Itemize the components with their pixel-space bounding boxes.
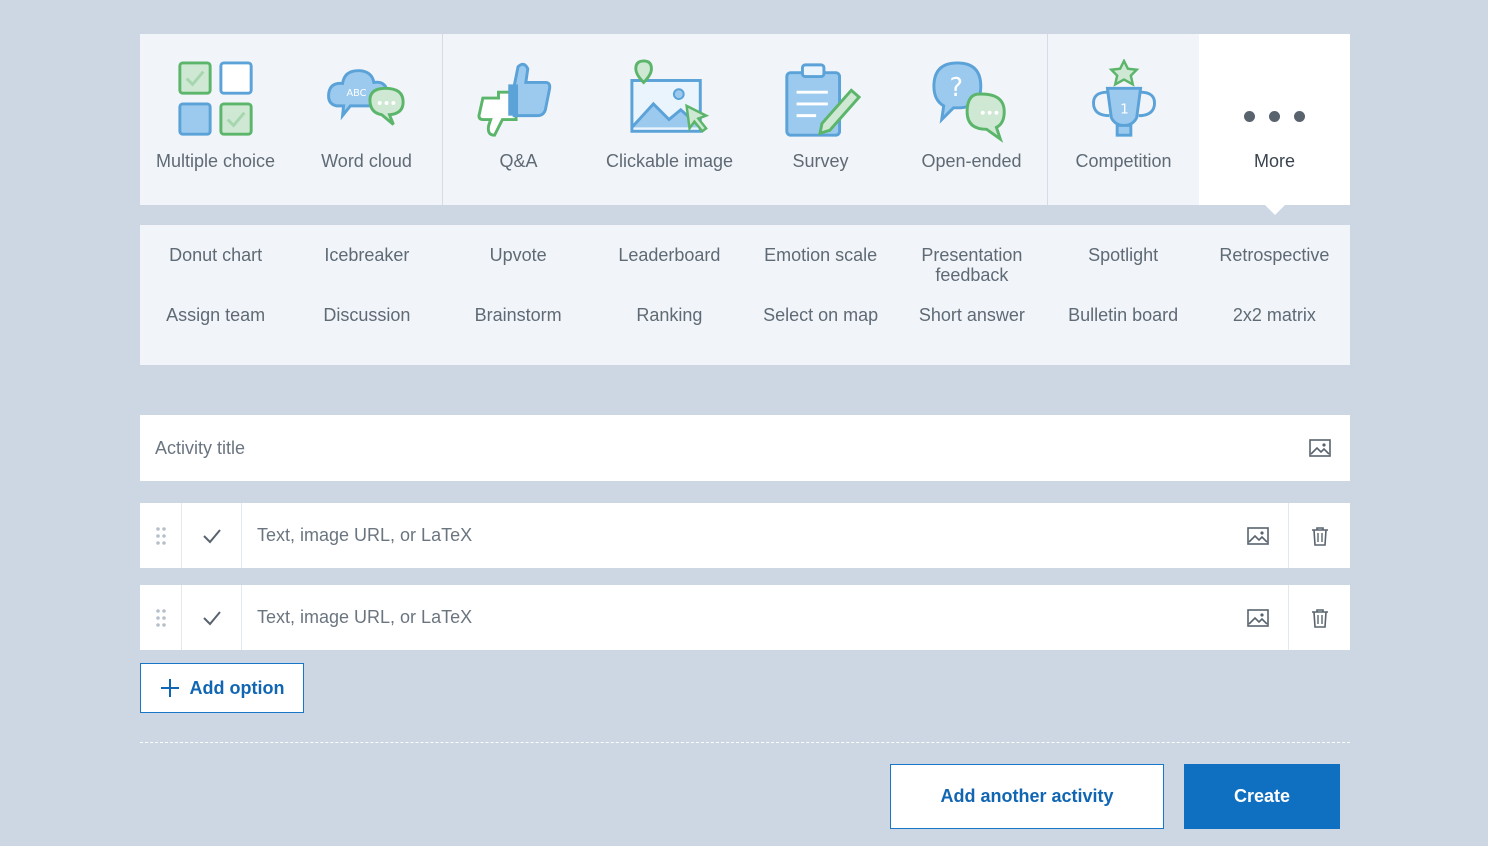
add-option-button[interactable]: Add option [140, 663, 304, 713]
option-add-image-button[interactable] [1228, 585, 1288, 650]
open-ended-chat-icon: ? [927, 58, 1017, 144]
type-clickable-image[interactable]: Clickable image [594, 34, 745, 205]
type-label: Word cloud [321, 151, 412, 171]
svg-text:?: ? [949, 72, 962, 102]
trash-icon [1311, 608, 1328, 628]
option-input[interactable] [257, 525, 1228, 546]
qa-thumbs-icon [474, 58, 564, 144]
more-item-icebreaker[interactable]: Icebreaker [324, 245, 410, 265]
more-item-retrospective[interactable]: Retrospective [1219, 245, 1330, 265]
type-competition[interactable]: 1 Competition [1048, 34, 1199, 205]
type-more[interactable]: More [1199, 34, 1350, 215]
type-label: Q&A [499, 151, 538, 171]
checkmark-icon [202, 528, 221, 543]
image-icon [1309, 439, 1331, 457]
more-item-presentation-feedback[interactable]: Presentation feedback [921, 245, 1023, 285]
type-group-3: 1 Competition More [1048, 34, 1350, 215]
multiple-choice-icon [171, 58, 261, 144]
drag-handle-icon [155, 526, 166, 545]
clickable-image-icon [625, 58, 715, 144]
type-label: More [1253, 151, 1295, 171]
activity-title-field [140, 415, 1350, 481]
correct-answer-toggle[interactable] [182, 585, 242, 650]
option-row [140, 585, 1350, 650]
more-activities-panel: Donut chart Icebreaker Upvote Leaderboar… [140, 225, 1350, 365]
more-item-select-on-map[interactable]: Select on map [763, 305, 879, 325]
type-group-2: Q&A Clickable image [443, 34, 1048, 205]
option-input-wrap [242, 503, 1228, 568]
more-item-upvote[interactable]: Upvote [489, 245, 547, 265]
type-multiple-choice[interactable]: Multiple choice [140, 34, 291, 205]
correct-answer-toggle[interactable] [182, 503, 242, 568]
type-label: Survey [792, 151, 849, 171]
image-icon [1247, 526, 1269, 545]
type-group-1: Multiple choice ABC Word cloud [140, 34, 443, 205]
option-input-wrap [242, 585, 1228, 650]
trophy-icon: 1 [1079, 58, 1169, 144]
drag-handle[interactable] [140, 503, 182, 568]
type-label: Multiple choice [155, 151, 276, 171]
more-item-discussion[interactable]: Discussion [323, 305, 411, 325]
type-word-cloud[interactable]: ABC Word cloud [291, 34, 442, 205]
option-input[interactable] [257, 607, 1228, 628]
option-delete-button[interactable] [1288, 503, 1350, 568]
activity-title-input[interactable] [155, 437, 1290, 459]
type-label: Competition [1075, 151, 1172, 171]
type-label: Open-ended [921, 151, 1022, 171]
type-open-ended[interactable]: ? Open-ended [896, 34, 1047, 205]
more-item-donut-chart[interactable]: Donut chart [169, 245, 263, 265]
more-item-emotion-scale[interactable]: Emotion scale [764, 245, 878, 265]
type-survey[interactable]: Survey [745, 34, 896, 205]
drag-handle[interactable] [140, 585, 182, 650]
survey-clipboard-icon [776, 58, 866, 144]
activity-type-bar: Multiple choice ABC Word cloud [140, 34, 1350, 215]
title-add-image-button[interactable] [1290, 415, 1350, 481]
trash-icon [1311, 526, 1328, 546]
word-cloud-icon: ABC [322, 58, 412, 144]
svg-text:ABC: ABC [346, 88, 366, 99]
drag-handle-icon [155, 608, 166, 627]
more-item-ranking[interactable]: Ranking [636, 305, 703, 325]
more-item-spotlight[interactable]: Spotlight [1088, 245, 1159, 265]
image-icon [1247, 608, 1269, 627]
more-item-leaderboard[interactable]: Leaderboard [618, 245, 721, 265]
more-dots-icon [1230, 58, 1320, 144]
option-add-image-button[interactable] [1228, 503, 1288, 568]
option-row [140, 503, 1350, 568]
add-another-activity-button[interactable]: Add another activity [890, 764, 1164, 829]
checkmark-icon [202, 610, 221, 625]
more-item-assign-team[interactable]: Assign team [166, 305, 266, 325]
option-delete-button[interactable] [1288, 585, 1350, 650]
type-label: Clickable image [605, 151, 734, 171]
more-item-brainstorm[interactable]: Brainstorm [474, 305, 562, 325]
plus-icon [160, 679, 179, 697]
svg-text:1: 1 [1120, 102, 1129, 118]
more-item-2x2-matrix[interactable]: 2x2 matrix [1232, 305, 1316, 325]
create-button[interactable]: Create [1184, 764, 1340, 829]
more-item-short-answer[interactable]: Short answer [918, 305, 1025, 325]
type-qa[interactable]: Q&A [443, 34, 594, 205]
add-option-label: Add option [189, 677, 285, 698]
section-divider [140, 742, 1350, 743]
more-item-bulletin-board[interactable]: Bulletin board [1068, 305, 1179, 325]
